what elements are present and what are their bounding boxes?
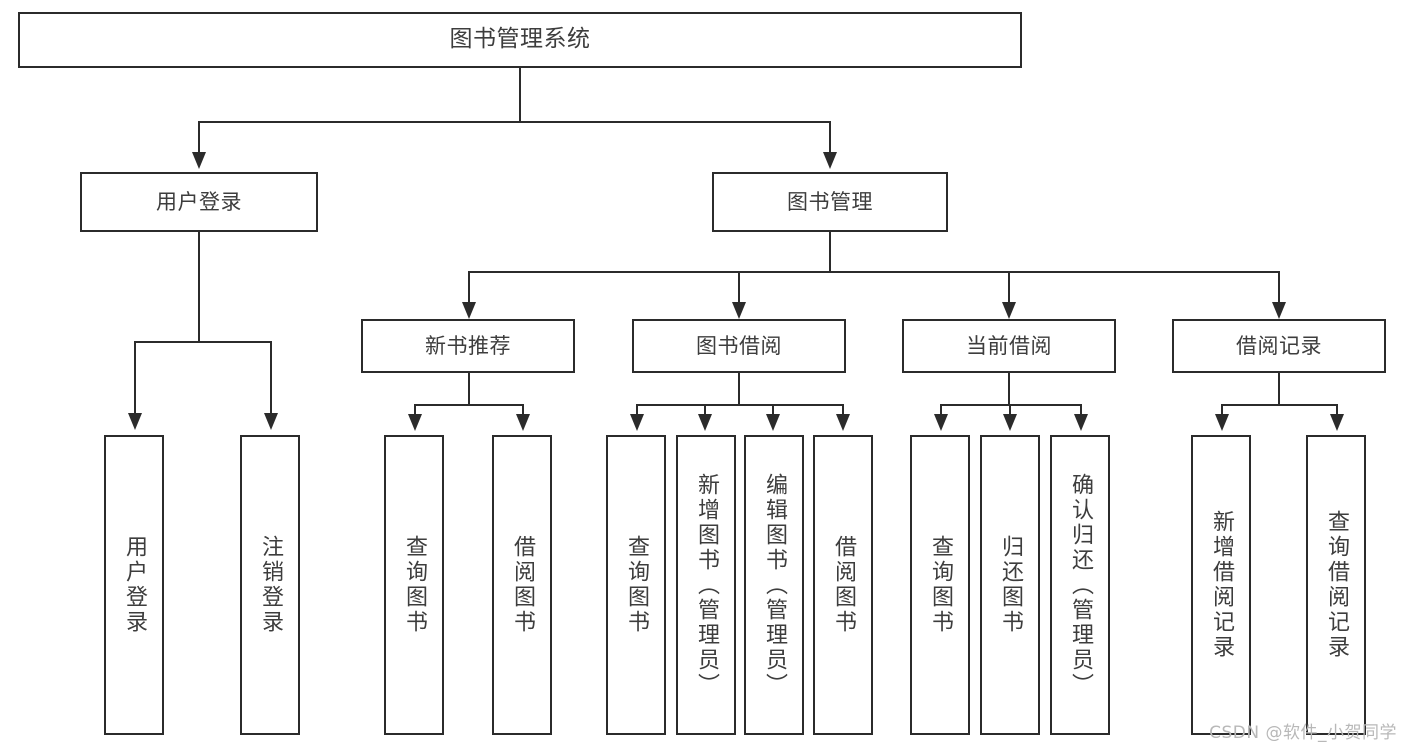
leaf-cb-confirm-return[interactable]: 确认归还（管理员）: [1050, 435, 1110, 735]
node-borrow-record[interactable]: 借阅记录: [1172, 319, 1386, 373]
connector-borrow-record-bus: [1221, 404, 1338, 406]
connector-current-borrow-bus: [940, 404, 1082, 406]
leaf-logout[interactable]: 注销登录: [240, 435, 300, 735]
connector-bb-to-leaf-1: [636, 404, 638, 416]
leaf-bb-add-book[interactable]: 新增图书（管理员）: [676, 435, 736, 735]
leaf-label: 编辑图书（管理员）: [762, 472, 787, 698]
node-user-login[interactable]: 用户登录: [80, 172, 318, 232]
arrowhead-new-book-recommend: [462, 302, 476, 319]
connector-nb-to-leaf-2: [522, 404, 524, 416]
connector-user-login-to-leaf-2: [270, 341, 272, 415]
node-book-borrow[interactable]: 图书借阅: [632, 319, 846, 373]
connector-bb-to-leaf-4: [842, 404, 844, 416]
connector-cb-to-leaf-1: [940, 404, 942, 416]
leaf-label: 归还图书: [998, 535, 1023, 635]
arrowhead-leaf-user-login: [128, 413, 142, 430]
leaf-nb-query-book[interactable]: 查询图书: [384, 435, 444, 735]
connector-borrow-record-stem: [1278, 373, 1280, 405]
csdn-watermark: CSDN @软件_小贺同学: [1209, 723, 1397, 743]
connector-current-borrow-stem: [1008, 373, 1010, 405]
connector-user-login-to-leaf-1: [134, 341, 136, 415]
arrowhead-br-query-record: [1330, 414, 1344, 431]
node-label: 图书管理系统: [449, 26, 591, 53]
connector-book-management-bus: [468, 271, 1279, 273]
connector-bm-to-book-borrow: [738, 271, 740, 304]
leaf-label: 查询图书: [624, 535, 649, 635]
arrowhead-cb-return-book: [1003, 414, 1017, 431]
node-label: 借阅记录: [1236, 333, 1322, 358]
connector-bm-to-current-borrow: [1008, 271, 1010, 304]
arrowhead-cb-confirm-return: [1074, 414, 1088, 431]
connector-cb-to-leaf-2: [1009, 404, 1011, 416]
node-book-management[interactable]: 图书管理: [712, 172, 948, 232]
leaf-cb-query-book[interactable]: 查询图书: [910, 435, 970, 735]
connector-bb-to-leaf-3: [772, 404, 774, 416]
connector-user-login-stem: [198, 232, 200, 342]
leaf-bb-edit-book[interactable]: 编辑图书（管理员）: [744, 435, 804, 735]
leaf-br-add-record[interactable]: 新增借阅记录: [1191, 435, 1251, 735]
arrowhead-book-management: [823, 152, 837, 169]
leaf-bb-query-book[interactable]: 查询图书: [606, 435, 666, 735]
arrowhead-bb-borrow-book: [836, 414, 850, 431]
leaf-label: 新增借阅记录: [1209, 510, 1234, 660]
arrowhead-cb-query-book: [934, 414, 948, 431]
connector-user-login-bus: [134, 341, 271, 343]
leaf-label: 查询图书: [928, 535, 953, 635]
arrowhead-user-login: [192, 152, 206, 169]
connector-root-bus: [198, 121, 831, 123]
connector-br-to-leaf-2: [1336, 404, 1338, 416]
arrowhead-bb-add-book: [698, 414, 712, 431]
leaf-label: 查询图书: [402, 535, 427, 635]
arrowhead-br-add-record: [1215, 414, 1229, 431]
connector-nb-to-leaf-1: [414, 404, 416, 416]
leaf-label: 借阅图书: [831, 535, 856, 635]
arrowhead-current-borrow: [1002, 302, 1016, 319]
connector-bm-to-new-book: [468, 271, 470, 304]
leaf-nb-borrow-book[interactable]: 借阅图书: [492, 435, 552, 735]
node-label: 新书推荐: [425, 333, 511, 358]
connector-new-book-bus: [414, 404, 524, 406]
node-label: 图书借阅: [696, 333, 782, 358]
leaf-cb-return-book[interactable]: 归还图书: [980, 435, 1040, 735]
leaf-label: 用户登录: [122, 535, 147, 635]
leaf-label: 确认归还（管理员）: [1068, 472, 1093, 698]
connector-br-to-leaf-1: [1221, 404, 1223, 416]
leaf-label: 新增图书（管理员）: [694, 472, 719, 698]
connector-bm-to-borrow-record: [1278, 271, 1280, 304]
connector-new-book-stem: [468, 373, 470, 405]
arrowhead-book-borrow: [732, 302, 746, 319]
arrowhead-bb-query-book: [630, 414, 644, 431]
node-new-book-recommend[interactable]: 新书推荐: [361, 319, 575, 373]
connector-root-to-user-login: [198, 121, 200, 154]
arrowhead-leaf-logout: [264, 413, 278, 430]
connector-book-borrow-stem: [738, 373, 740, 405]
leaf-br-query-record[interactable]: 查询借阅记录: [1306, 435, 1366, 735]
arrowhead-nb-query-book: [408, 414, 422, 431]
connector-bb-to-leaf-2: [704, 404, 706, 416]
connector-root-stem: [519, 68, 521, 122]
node-label: 图书管理: [787, 189, 873, 214]
node-label: 当前借阅: [966, 333, 1052, 358]
connector-root-to-book-management: [829, 121, 831, 154]
leaf-label: 借阅图书: [510, 535, 535, 635]
leaf-user-login[interactable]: 用户登录: [104, 435, 164, 735]
leaf-label: 查询借阅记录: [1324, 510, 1349, 660]
arrowhead-bb-edit-book: [766, 414, 780, 431]
node-label: 用户登录: [156, 189, 242, 214]
connector-cb-to-leaf-3: [1080, 404, 1082, 416]
leaf-label: 注销登录: [258, 535, 283, 635]
connector-book-borrow-bus: [636, 404, 844, 406]
arrowhead-borrow-record: [1272, 302, 1286, 319]
leaf-bb-borrow-book[interactable]: 借阅图书: [813, 435, 873, 735]
node-current-borrow[interactable]: 当前借阅: [902, 319, 1116, 373]
node-book-management-system[interactable]: 图书管理系统: [18, 12, 1022, 68]
arrowhead-nb-borrow-book: [516, 414, 530, 431]
connector-book-management-stem: [829, 232, 831, 272]
